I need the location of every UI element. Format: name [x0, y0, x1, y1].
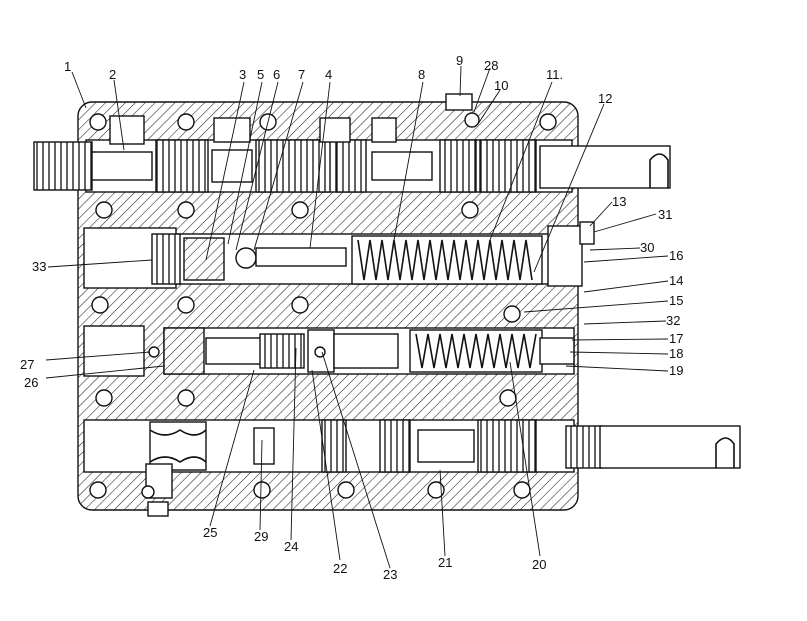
- label-6: 6: [273, 67, 280, 82]
- label-19: 19: [669, 363, 683, 378]
- label-12: 12: [598, 91, 612, 106]
- label-28: 28: [484, 58, 498, 73]
- label-3: 3: [239, 67, 246, 82]
- middle-spring-bore: [83, 221, 595, 289]
- label-31: 31: [658, 207, 672, 222]
- label-14: 14: [669, 273, 683, 288]
- part-labels: 1 2 3 4 5 6 7 8 9 10 11. 12 13 14 15 16 …: [20, 53, 683, 582]
- bottom-spool-bore: [83, 419, 741, 517]
- top-ports: [109, 93, 480, 145]
- label-24: 24: [284, 539, 298, 554]
- label-27: 27: [20, 357, 34, 372]
- top-spool-bore: [33, 139, 671, 193]
- label-16: 16: [669, 248, 683, 263]
- label-25: 25: [203, 525, 217, 540]
- label-10: 10: [494, 78, 508, 93]
- label-32: 32: [666, 313, 680, 328]
- label-33: 33: [32, 259, 46, 274]
- label-17: 17: [669, 331, 683, 346]
- label-23: 23: [383, 567, 397, 582]
- label-5: 5: [257, 67, 264, 82]
- label-2: 2: [109, 67, 116, 82]
- mounting-holes: [89, 113, 557, 499]
- label-20: 20: [532, 557, 546, 572]
- lower-spring-bore: [83, 325, 575, 377]
- label-13: 13: [612, 194, 626, 209]
- label-15: 15: [669, 293, 683, 308]
- label-22: 22: [333, 561, 347, 576]
- label-29: 29: [254, 529, 268, 544]
- label-9: 9: [456, 53, 463, 68]
- label-1: 1: [64, 59, 71, 74]
- label-18: 18: [669, 346, 683, 361]
- label-11: 11.: [546, 67, 563, 82]
- label-21: 21: [438, 555, 452, 570]
- label-8: 8: [418, 67, 425, 82]
- leader-lines: [45, 65, 669, 569]
- label-4: 4: [325, 67, 332, 82]
- label-26: 26: [24, 375, 38, 390]
- label-30: 30: [640, 240, 654, 255]
- label-7: 7: [298, 67, 305, 82]
